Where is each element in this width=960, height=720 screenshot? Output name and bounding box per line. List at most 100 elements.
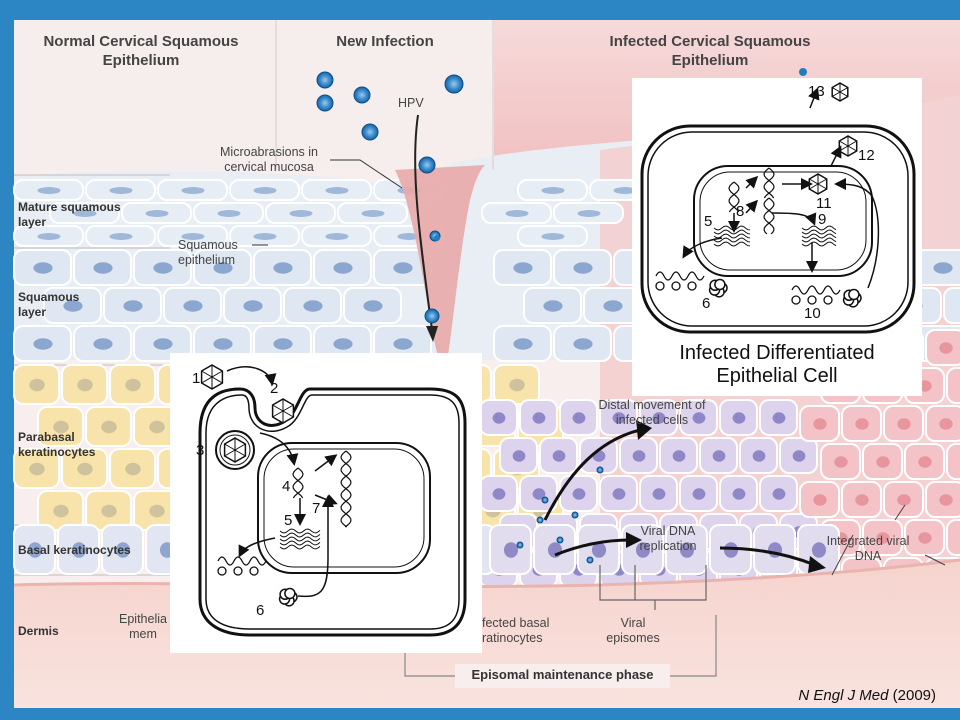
- header-new-infection: New Infection: [336, 33, 434, 50]
- diff-late-proteins: [842, 288, 862, 308]
- dna-strand-b: [763, 167, 775, 199]
- entry-nucleus-inner: [263, 448, 425, 568]
- cell-nucleus: [273, 262, 293, 274]
- cell-nucleus: [632, 450, 646, 462]
- diff-caption-line1: Infected Differentiated: [679, 342, 875, 364]
- hpv-virion: [353, 86, 371, 104]
- label-hpv: HPV: [398, 96, 424, 110]
- entry-step-6: 6: [256, 602, 264, 619]
- cell-nucleus: [612, 412, 626, 424]
- ribosome: [791, 295, 801, 305]
- diff-caption-line2: Epithelial Cell: [716, 365, 838, 387]
- cell-nucleus: [109, 187, 133, 194]
- mrna-line: [801, 237, 837, 243]
- ribosome: [249, 566, 259, 576]
- label-distal-movement: Distal movement of infected cells: [598, 398, 706, 427]
- mrna-line: [713, 237, 751, 243]
- ribosome: [807, 295, 817, 305]
- cell-nucleus: [153, 338, 173, 350]
- entry-cell-membrane-outer: [198, 387, 467, 637]
- cell-nucleus: [53, 504, 69, 518]
- diff-ribosomes: [655, 271, 862, 308]
- cell-nucleus: [29, 462, 45, 476]
- ribosome-chain: [655, 271, 673, 281]
- entry-nucleus-outer: [257, 442, 431, 574]
- diff-early-translation: [655, 271, 705, 291]
- ribosome-chain: [233, 556, 251, 566]
- mrna-line: [713, 225, 751, 231]
- diff-step-9: 9: [818, 211, 826, 228]
- label-basal-keratinocytes: Basal keratinocytes: [18, 543, 131, 557]
- hpv-virion: [541, 496, 549, 504]
- cell-nucleus: [73, 210, 97, 217]
- cell-nucleus: [939, 342, 953, 354]
- replicated-genome: [340, 450, 352, 528]
- hpv-virion: [434, 235, 440, 241]
- cell-nucleus: [918, 532, 932, 544]
- label-viral-dna-replication: Viral DNA replication: [639, 524, 697, 553]
- diff-step-12: 12: [858, 147, 875, 164]
- diff-genome-a: [728, 181, 740, 213]
- cell-nucleus: [876, 456, 890, 468]
- cell-nucleus: [772, 412, 786, 424]
- diff-late-translation: [791, 285, 841, 305]
- episome-bracket: [599, 565, 707, 610]
- diff-capsids: [808, 82, 858, 195]
- cell-nucleus: [772, 488, 786, 500]
- cell-nucleus: [723, 542, 739, 558]
- ribosome-chain: [249, 556, 267, 566]
- endosome-vesicle-inner: [219, 434, 251, 466]
- ribosome: [823, 295, 833, 305]
- cell-nucleus: [213, 262, 233, 274]
- header-infected-epithelium: Infected Cervical Squamous Epithelium: [609, 33, 811, 69]
- citation: N Engl J Med (2009): [798, 687, 936, 704]
- protein-aggregate: [714, 278, 726, 291]
- diff-step-10: 10: [804, 305, 821, 322]
- hpv-virion: [536, 516, 544, 524]
- entry-step-5: 5: [284, 512, 292, 529]
- capsid-invaginating: [271, 398, 295, 424]
- hpv-virion: [424, 308, 440, 324]
- epithelial-cell: [946, 443, 960, 480]
- diff-nucleus-outer: [693, 165, 873, 277]
- mrna-line: [279, 544, 321, 550]
- cell-nucleus: [253, 187, 277, 194]
- endosome-vesicle: [215, 430, 255, 470]
- cell-nucleus: [672, 450, 686, 462]
- ribosome: [671, 281, 681, 291]
- cell-nucleus: [325, 233, 349, 240]
- diff-step-5: 5: [704, 213, 712, 230]
- hpv-virion: [556, 536, 564, 544]
- capsid-facet: [839, 140, 857, 152]
- entry-dna-strands: [279, 450, 352, 550]
- capsid-released: [831, 82, 849, 102]
- cell-nucleus: [145, 210, 169, 217]
- cell-nucleus: [217, 210, 241, 217]
- cell-nucleus: [93, 338, 113, 350]
- diff-genome-c: [763, 197, 775, 235]
- cell-nucleus: [532, 488, 546, 500]
- integrated-leaders: [831, 504, 946, 576]
- mrna-line: [801, 241, 837, 247]
- cell-nucleus: [541, 233, 565, 240]
- entry-step-2: 2: [270, 380, 278, 397]
- epithelial-cell: [946, 367, 960, 404]
- cell-nucleus: [27, 542, 43, 558]
- cell-nucleus: [181, 233, 205, 240]
- cell-nucleus: [325, 187, 349, 194]
- integration-arrow: [719, 546, 816, 567]
- dna-strand-b: [763, 197, 775, 235]
- diff-step-11: 11: [816, 195, 832, 212]
- cell-nucleus: [37, 233, 61, 240]
- cell-nucleus: [505, 210, 529, 217]
- label-viral-episomes: Viral episomes: [606, 616, 660, 645]
- ribosome: [217, 566, 227, 576]
- cell-nucleus: [613, 187, 637, 194]
- capsid-facet: [272, 404, 294, 418]
- cell-nucleus: [603, 300, 623, 312]
- cell-nucleus: [612, 488, 626, 500]
